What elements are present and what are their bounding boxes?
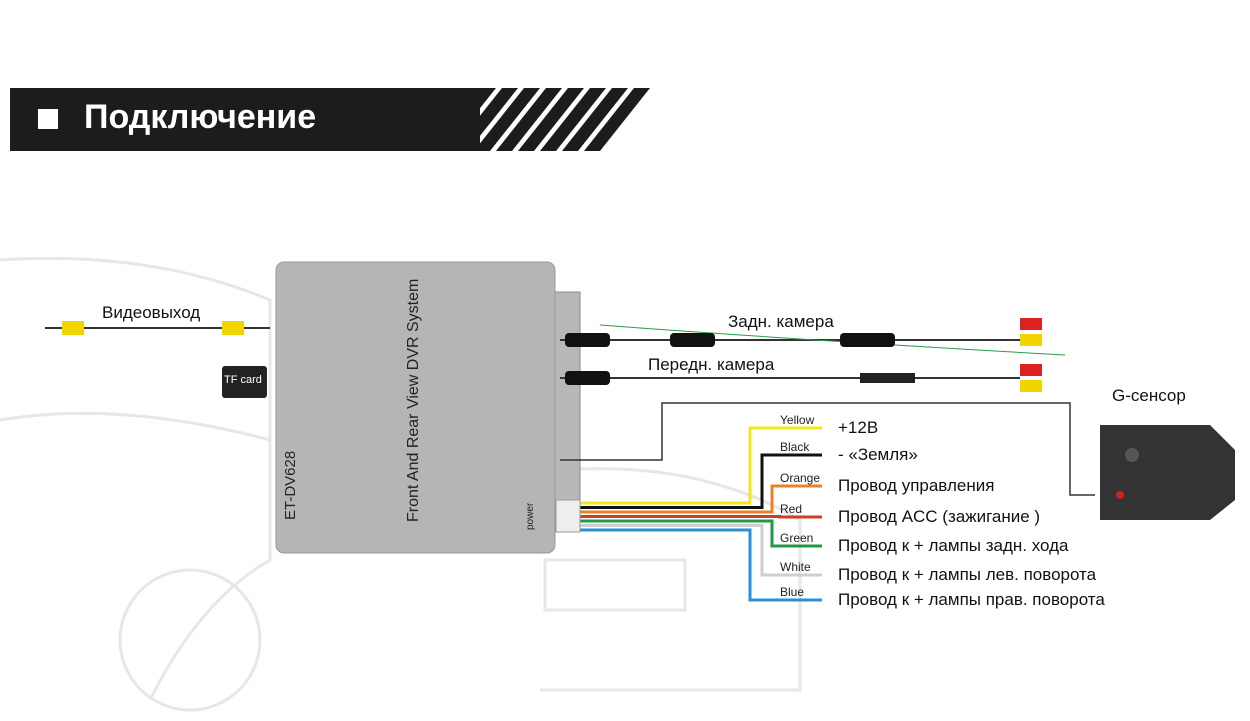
rca-yellow-right bbox=[222, 321, 244, 335]
device-name: Front And Rear View DVR System bbox=[405, 278, 422, 522]
wire-color-label: Red bbox=[780, 502, 803, 516]
tf-card-label: TF card bbox=[224, 374, 262, 386]
wire-yellow bbox=[580, 426, 822, 505]
wire-description: Провод к + лампы прав. поворота bbox=[838, 590, 1105, 609]
wire-white bbox=[580, 524, 822, 577]
wire-black bbox=[580, 453, 822, 509]
square-bullet-icon bbox=[38, 109, 58, 129]
power-label: power bbox=[525, 502, 536, 530]
page-title: Подключение bbox=[84, 98, 317, 136]
wire-color-label: Green bbox=[780, 531, 814, 545]
rear-camera-label: Задн. камера bbox=[728, 312, 834, 331]
device-model: ET-DV628 bbox=[282, 450, 299, 520]
front-camera-label: Передн. камера bbox=[648, 355, 775, 374]
rca-yellow-left bbox=[62, 321, 84, 335]
wire-description: +12В bbox=[838, 418, 879, 437]
wire-description: Провод ACC (зажигание ) bbox=[838, 507, 1041, 526]
wire-color-label: White bbox=[780, 560, 811, 574]
wire-red bbox=[580, 515, 822, 519]
g-sensor-device bbox=[1100, 425, 1235, 520]
tf-card-icon bbox=[222, 366, 267, 398]
wire-description: Провод управления bbox=[838, 476, 995, 495]
g-sensor-label: G-сенсор bbox=[1112, 386, 1186, 405]
wire-color-label: Yellow bbox=[780, 413, 815, 427]
wire-description: - «Земля» bbox=[838, 445, 918, 464]
title-bar bbox=[10, 88, 480, 151]
wire-description: Провод к + лампы задн. хода bbox=[838, 536, 1069, 555]
wire-color-label: Blue bbox=[780, 585, 805, 599]
wire-color-label: Black bbox=[780, 440, 810, 454]
wire-blue bbox=[580, 528, 822, 602]
mounting-bracket bbox=[551, 291, 581, 533]
dvr-box bbox=[275, 261, 556, 554]
wire-green bbox=[580, 519, 822, 548]
wire-orange bbox=[580, 484, 822, 514]
wire-description: Провод к + лампы лев. поворота bbox=[838, 565, 1097, 584]
wire-color-label: Orange bbox=[780, 471, 821, 485]
video-out-label: Видеовыход bbox=[102, 303, 201, 322]
